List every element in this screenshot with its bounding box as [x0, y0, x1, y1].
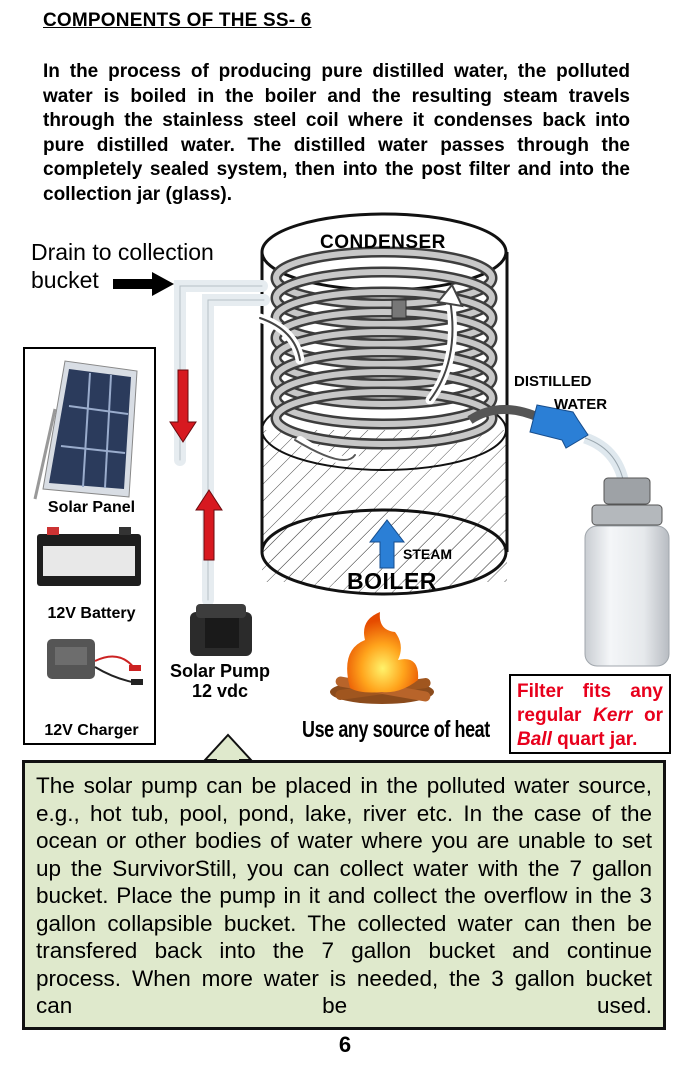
page-title: COMPONENTS OF THE SS- 6 — [43, 10, 312, 31]
condenser-label: CONDENSER — [320, 232, 446, 253]
kit-illustrations — [33, 360, 143, 685]
distilled-water-label: DISTILLED WATER — [514, 373, 608, 413]
fire-icon — [330, 612, 434, 704]
steam-label: STEAM — [403, 546, 452, 562]
steam-arrow — [368, 519, 406, 569]
drain-label: Drain to collection bucket — [31, 239, 214, 293]
battery-image — [37, 527, 141, 586]
battery-label: 12V Battery — [47, 605, 136, 622]
charger-image — [47, 639, 143, 685]
info-body: The solar pump can be placed in the poll… — [36, 773, 652, 991]
power-kit-box: Solar Panel 12V Battery 12V Charger — [23, 347, 156, 745]
stainless-coil — [255, 246, 498, 464]
solar-pump-label: Solar Pump 12 vdc — [169, 661, 271, 701]
intro-paragraph: In the process of producing pure distill… — [43, 61, 630, 205]
solar-pump — [190, 604, 252, 656]
solar-panel-label: Solar Panel — [47, 499, 136, 516]
drain-arrow — [113, 272, 174, 296]
page-number: 6 — [338, 1032, 352, 1057]
filter-note: Filter fits any regular Kerr or Ball qua… — [509, 674, 671, 754]
info-last: When more water is needed, the 3 gallon … — [36, 965, 652, 1019]
heat-source-label: Use any source of heat — [302, 716, 490, 742]
down-arrow-red — [169, 369, 197, 443]
charger-label: 12V Charger — [44, 722, 139, 739]
drain-pipes — [174, 280, 270, 606]
boiler-label: BOILER — [347, 568, 437, 594]
solar-panel-image — [33, 360, 138, 500]
distilled-arrow — [529, 404, 589, 449]
up-arrow-red — [195, 489, 223, 561]
quart-jar — [584, 477, 670, 667]
outlet-tube — [467, 405, 542, 424]
pump-info-box: The solar pump can be placed in the poll… — [22, 760, 666, 1030]
